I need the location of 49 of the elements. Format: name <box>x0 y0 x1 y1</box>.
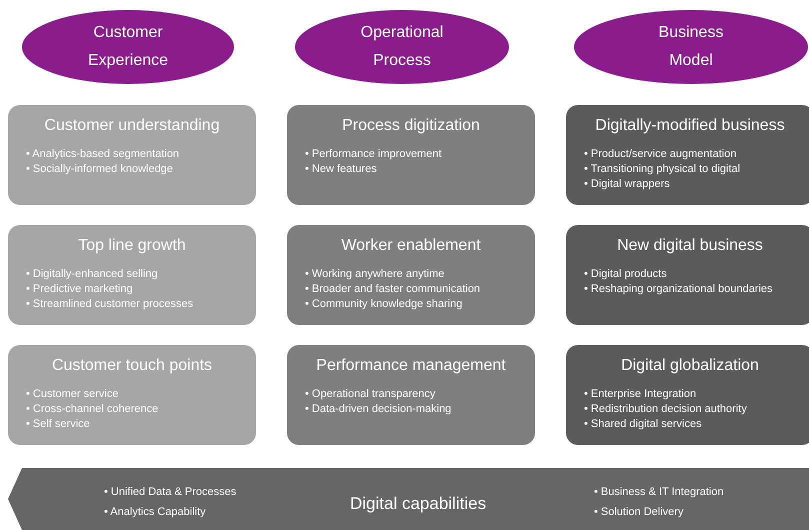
category-card <box>287 225 535 325</box>
bullet-item: • Predictive marketing <box>25 282 134 297</box>
bullet-item: • Self service <box>25 417 91 432</box>
bullet-item: • Reshaping organizational boundaries <box>583 282 774 297</box>
category-card <box>8 225 256 325</box>
bullet-item: • Working anywhere anytime <box>304 267 446 282</box>
bullet-item: • Enterprise Integration <box>583 387 698 402</box>
card-title: Performance management <box>315 357 507 375</box>
card-title: Customer understanding <box>43 117 221 135</box>
category-card <box>8 345 256 445</box>
bullet-item: • Operational transparency <box>304 387 436 402</box>
bullet-item: • Analytics Capability <box>104 506 206 518</box>
bullet-item: • Product/service augmentation <box>583 147 738 162</box>
bullet-item: • Socially-informed knowledge <box>25 162 174 177</box>
bullet-item: • Business & IT Integration <box>594 486 724 498</box>
bullet-item: • Redistribution decision authority <box>583 402 748 417</box>
bullet-item: • Digitally-enhanced selling <box>25 267 159 282</box>
bullet-item: • Digital wrappers <box>583 177 671 192</box>
card-title: Customer touch points <box>50 357 214 375</box>
bullet-item: • Streamlined customer processes <box>25 297 194 312</box>
card-title: Worker enablement <box>340 237 482 255</box>
bullet-item: • Shared digital services <box>583 417 703 432</box>
bullet-item: • Customer service <box>25 387 120 402</box>
header-text: Operational Process <box>360 23 444 71</box>
category-card <box>287 105 535 205</box>
category-card <box>566 105 809 205</box>
bullet-item: • Performance improvement <box>304 147 443 162</box>
category-card <box>566 225 809 325</box>
bullet-item: • Community knowledge sharing <box>304 297 464 312</box>
card-title: Digital globalization <box>620 357 760 375</box>
header-text: Customer Experience <box>86 23 170 71</box>
bullet-item: • Broader and faster communication <box>304 282 482 297</box>
bullet-item: • Unified Data & Processes <box>104 486 236 498</box>
bullet-item: • Transitioning physical to digital <box>583 162 742 177</box>
band-title: Digital capabilities <box>350 494 486 514</box>
bullet-item: • Analytics-based segmentation <box>25 147 180 162</box>
card-title: New digital business <box>616 237 764 255</box>
card-title: Digitally-modified business <box>594 117 786 135</box>
category-card <box>287 345 535 445</box>
card-title: Process digitization <box>341 117 481 135</box>
category-card <box>566 345 809 445</box>
bullet-item: • Data-driven decision-making <box>304 402 452 417</box>
header-text: Business Model <box>658 23 724 71</box>
bullet-item: • New features <box>304 162 378 177</box>
bullet-item: • Cross-channel coherence <box>25 402 160 417</box>
bullet-item: • Solution Delivery <box>594 506 684 518</box>
card-title: Top line growth <box>77 237 187 255</box>
category-card <box>8 105 256 205</box>
bullet-item: • Digital products <box>583 267 668 282</box>
